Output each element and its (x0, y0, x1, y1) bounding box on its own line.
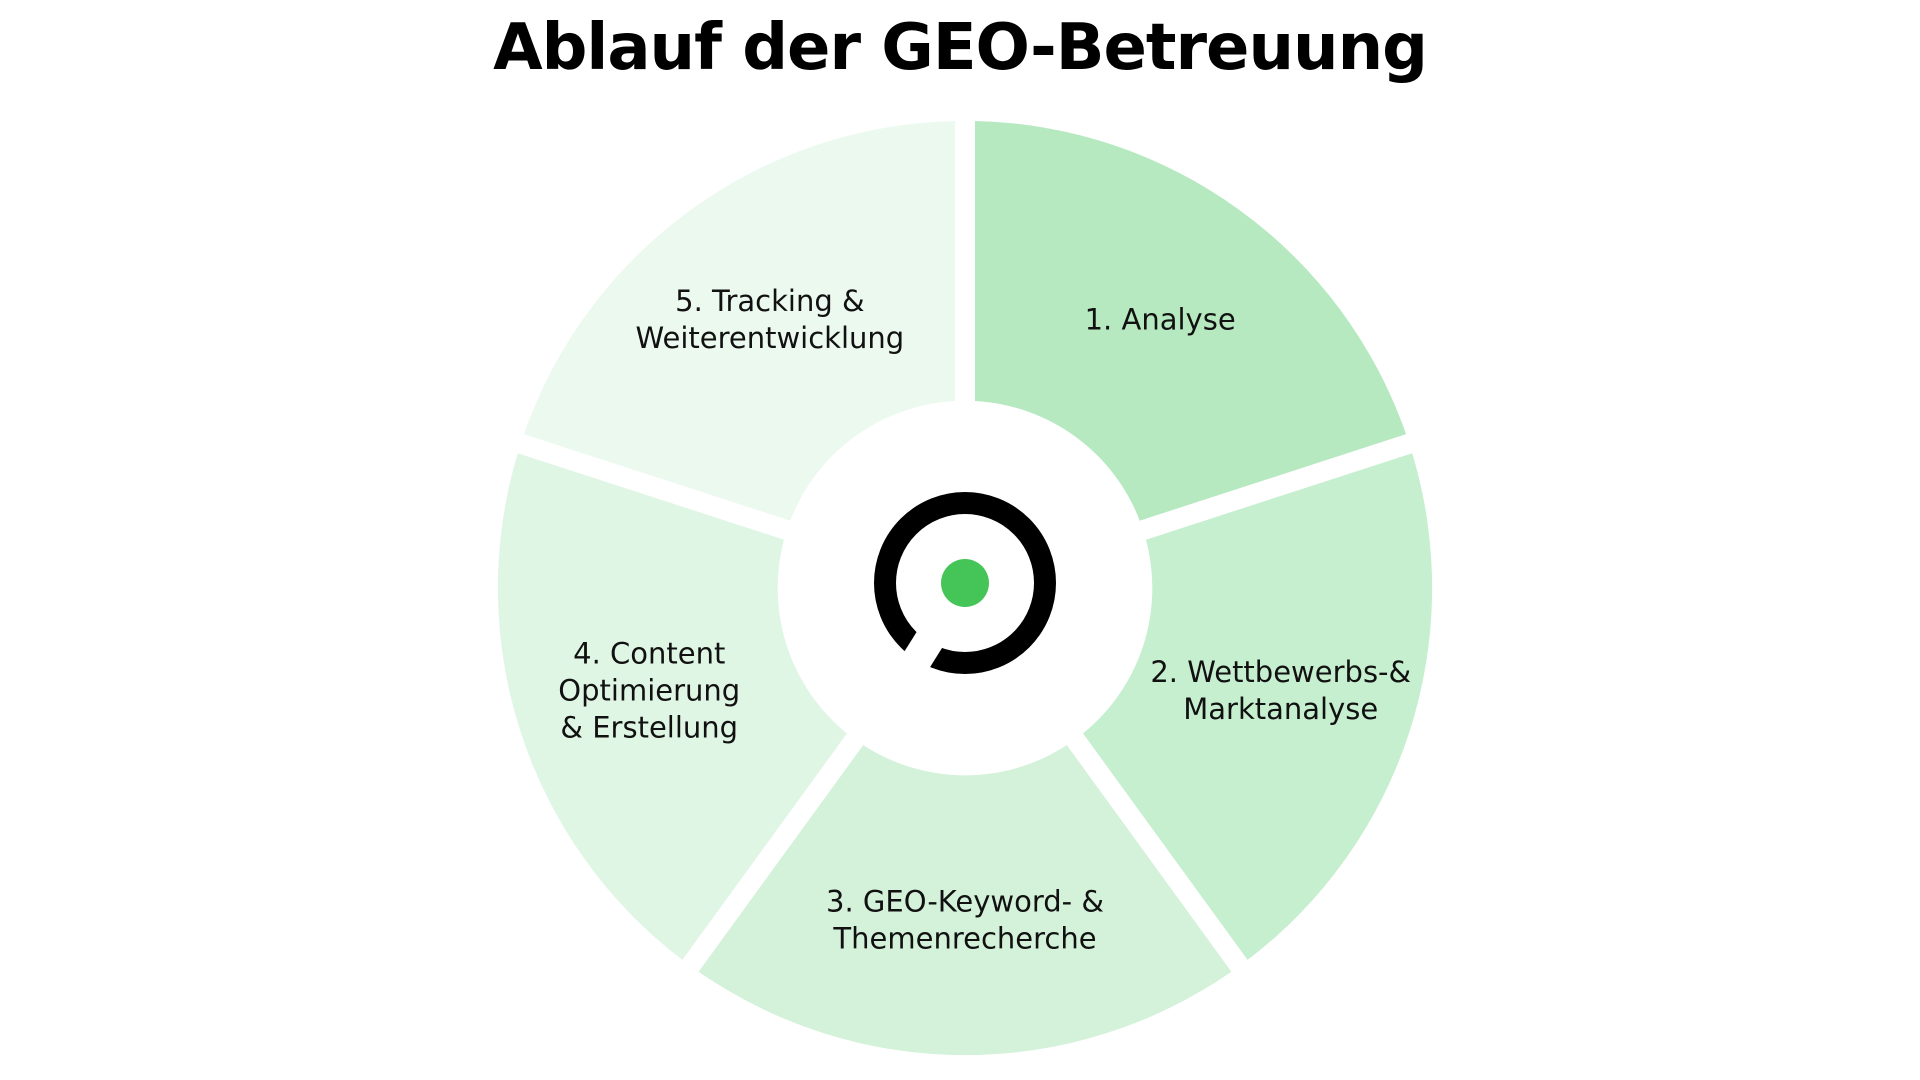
cycle-segment-label-line: 4. Content (573, 637, 725, 671)
cycle-segment-label-line: Marktanalyse (1183, 692, 1378, 726)
logo-dot (941, 559, 989, 607)
cycle-segment-label-line: Weiterentwicklung (636, 321, 905, 355)
page-title: Ablauf der GEO-Betreuung (493, 11, 1428, 85)
cycle-segment-label-3: 3. GEO-Keyword- &Themenrecherche (826, 885, 1104, 956)
cycle-segment-label-line: 5. Tracking & (675, 284, 864, 318)
cycle-segment-label-1: 1. Analyse (1085, 302, 1236, 336)
cycle-segment-label-line: & Erstellung (560, 711, 738, 745)
logo-ring (874, 492, 1056, 674)
cycle-segment-label-line: Optimierung (558, 674, 740, 708)
cycle-segment-1 (975, 121, 1407, 521)
cycle-segments (497, 121, 1433, 1056)
cycle-segment-label-line: 1. Analyse (1085, 302, 1236, 336)
cycle-segment-label-2: 2. Wettbewerbs-&Marktanalyse (1150, 655, 1411, 726)
geo-logo-icon (874, 492, 1056, 698)
cycle-segment-label-line: 2. Wettbewerbs-& (1150, 655, 1411, 689)
cycle-segment-5 (523, 121, 955, 521)
cycle-segment-4 (497, 453, 847, 960)
cycle-labels: 1. Analyse 2. Wettbewerbs-&Marktanalyse 3.… (558, 284, 1411, 956)
cycle-segment-label-5: 5. Tracking &Weiterentwicklung (636, 284, 905, 355)
cycle-segment-label-line: Themenrecherche (832, 922, 1096, 956)
cycle-segment-3 (698, 745, 1232, 1056)
cycle-segment-label-line: 3. GEO-Keyword- & (826, 885, 1104, 919)
cycle-segment-2 (1083, 453, 1433, 960)
